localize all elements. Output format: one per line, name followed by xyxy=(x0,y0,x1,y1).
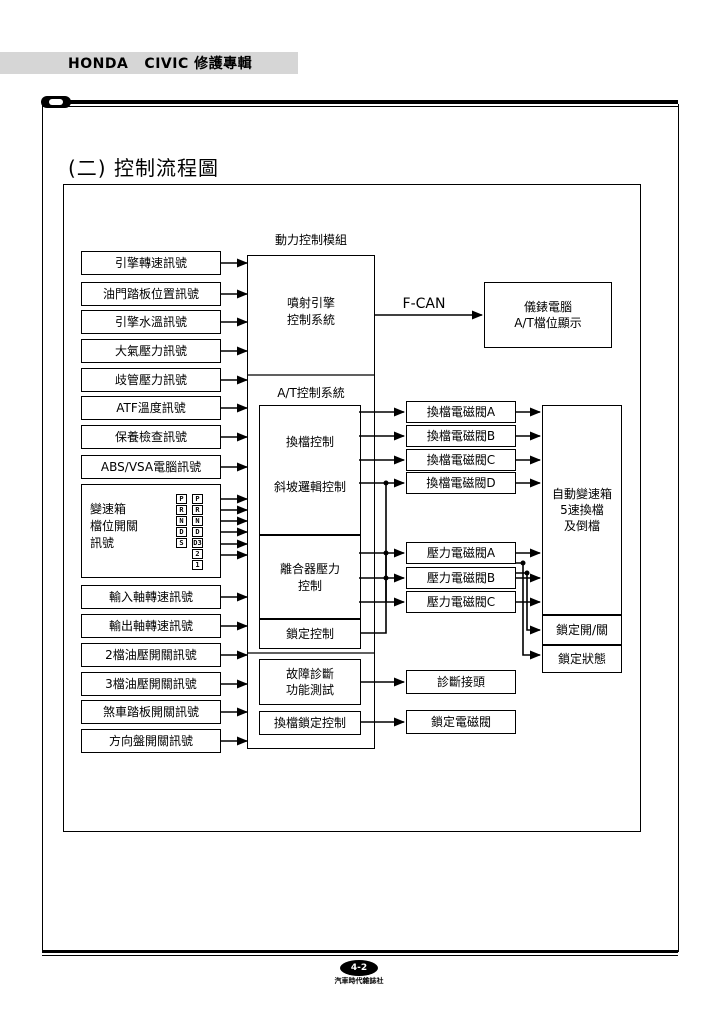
input-3rd-pressure-switch: 3檔油壓開關訊號 xyxy=(81,672,221,696)
page-number: 4-2 xyxy=(340,960,378,976)
input-manifold-pressure: 歧管壓力訊號 xyxy=(81,368,221,392)
position-d: D xyxy=(192,527,203,537)
publisher-mark: 汽車時代雜誌社 xyxy=(334,977,384,985)
pcm-clutch-block xyxy=(259,535,361,619)
control-flow-diagram: 引擎轉速訊號 油門踏板位置訊號 引擎水溫訊號 大氣壓力訊號 歧管壓力訊號 ATF… xyxy=(63,184,641,832)
selector-p: P xyxy=(176,494,187,504)
fcan-label: F-CAN xyxy=(402,296,446,312)
input-2nd-pressure-switch: 2檔油壓開關訊號 xyxy=(81,643,221,667)
input-engine-speed: 引擎轉速訊號 xyxy=(81,251,221,275)
input-maintenance-check: 保養檢查訊號 xyxy=(81,425,221,449)
pcm-diagnosis: 故障診斷 功能測試 xyxy=(259,659,361,705)
shift-solenoid-c: 換檔電磁閥C xyxy=(406,449,516,471)
pcm-lock-control: 鎖定控制 xyxy=(259,619,361,649)
bottom-rule xyxy=(42,950,678,953)
header-title: HONDA CIVIC 修護專輯 xyxy=(68,56,253,72)
top-badge xyxy=(41,96,71,108)
position-2: 2 xyxy=(192,549,203,559)
pcm-title: 動力控制模組 xyxy=(274,233,347,247)
header-band xyxy=(0,52,298,74)
shift-solenoid-d: 換檔電磁閥D xyxy=(406,472,516,494)
pressure-solenoid-c: 壓力電磁閥C xyxy=(406,591,516,613)
lock-state-box: 鎖定狀態 xyxy=(542,645,622,673)
pcm-shift-lock: 換檔鎖定控制 xyxy=(259,711,361,735)
input-coolant-temp: 引擎水溫訊號 xyxy=(81,310,221,334)
selector-n: N xyxy=(176,516,187,526)
input-barometric-pressure: 大氣壓力訊號 xyxy=(81,339,221,363)
pcm-box xyxy=(247,255,375,749)
pressure-solenoid-b: 壓力電磁閥B xyxy=(406,567,516,589)
transmission-box: 自動變速箱 5速換檔 及倒檔 xyxy=(542,405,622,615)
pcm-shift-control: 換檔控制 xyxy=(285,435,334,449)
input-abs-vsa: ABS/VSA電腦訊號 xyxy=(81,455,221,479)
pcm-slope-logic: 斜坡邏輯控制 xyxy=(273,480,346,494)
frame-right xyxy=(678,104,679,952)
shift-solenoid-b: 換檔電磁閥B xyxy=(406,425,516,447)
input-output-shaft-speed: 輸出軸轉速訊號 xyxy=(81,614,221,638)
input-atf-temp: ATF溫度訊號 xyxy=(81,396,221,420)
lock-switch-box: 鎖定開/關 xyxy=(542,615,622,645)
bottom-rule-thin xyxy=(42,955,678,956)
position-1: 1 xyxy=(192,560,203,570)
frame-left xyxy=(42,104,43,952)
selector-d: D xyxy=(176,527,187,537)
input-brake-pedal-switch: 煞車踏板開關訊號 xyxy=(81,700,221,724)
top-rule xyxy=(42,100,678,104)
position-p: P xyxy=(192,494,203,504)
selector-s: S xyxy=(176,538,187,548)
shift-position-switch-box: 變速箱 檔位開關 訊號 P R N D S P R N D D3 2 1 xyxy=(81,484,221,578)
pcm-clutch-pressure: 離合器壓力 控制 xyxy=(279,562,340,593)
pressure-solenoid-a: 壓力電磁閥A xyxy=(406,542,516,564)
position-r: R xyxy=(192,505,203,515)
position-d3: D3 xyxy=(192,538,203,548)
top-rule-thin xyxy=(42,106,678,107)
pcm-at-title: A/T控制系統 xyxy=(277,386,345,400)
pcm-shift-block xyxy=(259,405,361,535)
diag-connector-box: 診斷接頭 xyxy=(406,670,516,694)
shift-switch-label: 變速箱 檔位開關 訊號 xyxy=(90,502,139,550)
meter-box: 儀錶電腦 A/T檔位顯示 xyxy=(484,282,612,348)
input-steering-switch: 方向盤開關訊號 xyxy=(81,729,221,753)
input-input-shaft-speed: 輸入軸轉速訊號 xyxy=(81,585,221,609)
selector-r: R xyxy=(176,505,187,515)
input-throttle-position: 油門踏板位置訊號 xyxy=(81,282,221,306)
section-title: (二) 控制流程圖 xyxy=(68,156,219,180)
lock-solenoid-box: 鎖定電磁閥 xyxy=(406,710,516,734)
shift-solenoid-a: 換檔電磁閥A xyxy=(406,401,516,423)
position-n: N xyxy=(192,516,203,526)
pcm-injection: 噴射引擎 控制系統 xyxy=(286,296,335,327)
